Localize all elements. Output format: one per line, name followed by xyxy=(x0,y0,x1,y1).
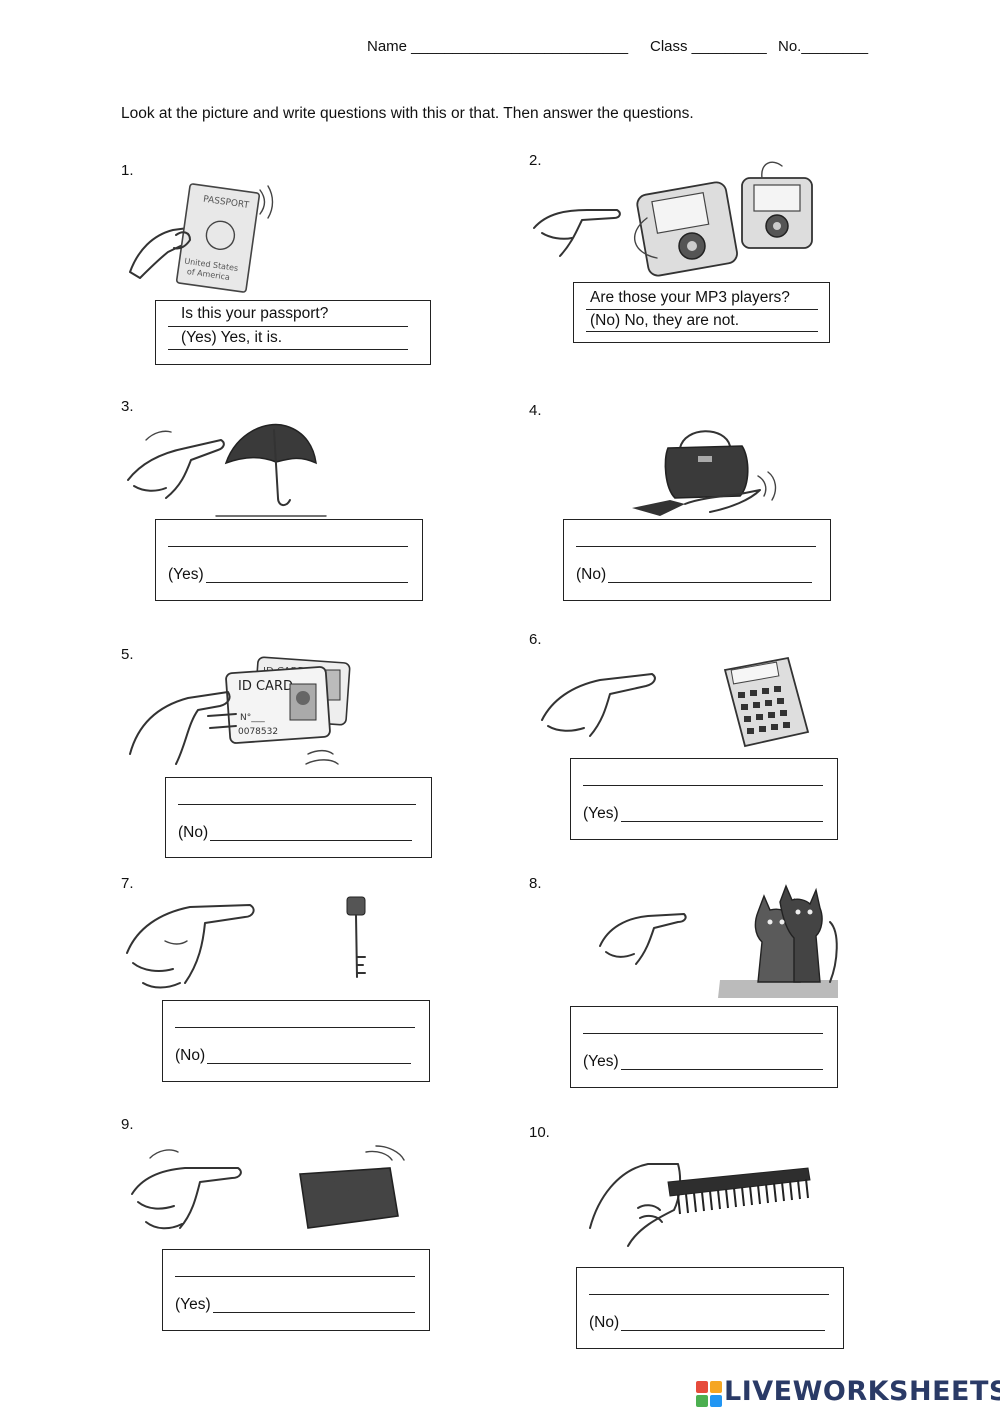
question-line[interactable] xyxy=(175,1027,415,1028)
answer-text[interactable]: (Yes) xyxy=(583,1053,619,1070)
answer-box-10: (No) xyxy=(576,1267,844,1349)
question-line[interactable] xyxy=(576,546,816,547)
exercise-number: 6. xyxy=(529,631,542,648)
liveworksheets-logo[interactable]: LIVEWORKSHEETS xyxy=(696,1376,1000,1410)
logo-mark-icon xyxy=(696,1381,722,1407)
exercise-number: 8. xyxy=(529,875,542,892)
svg-text:N°___: N°___ xyxy=(240,713,265,723)
answer-box-4: (No) xyxy=(563,519,831,601)
answer-line[interactable] xyxy=(608,582,812,583)
question-line[interactable] xyxy=(178,804,416,805)
question-line xyxy=(168,326,408,327)
question-line xyxy=(586,309,818,310)
exercise-number: 2. xyxy=(529,152,542,169)
question-text[interactable]: Is this your passport? xyxy=(181,305,329,322)
hand-holding-handbag-icon xyxy=(630,428,780,518)
answer-line[interactable] xyxy=(621,1330,825,1331)
exercise-number: 3. xyxy=(121,398,134,415)
answer-line[interactable] xyxy=(213,1312,415,1313)
exercise-number: 4. xyxy=(529,402,542,419)
answer-text[interactable]: (No) xyxy=(175,1047,206,1064)
exercise-number: 5. xyxy=(121,646,134,663)
exercise-number: 9. xyxy=(121,1116,134,1133)
question-text[interactable]: Are those your MP3 players? xyxy=(590,289,790,306)
answer-box-5: (No) xyxy=(165,777,432,858)
question-line[interactable] xyxy=(168,546,408,547)
answer-box-1: Is this your passport? (Yes) Yes, it is. xyxy=(155,300,431,365)
answer-box-2: Are those your MP3 players? (No) No, the… xyxy=(573,282,830,343)
hand-holding-comb-icon xyxy=(588,1158,838,1258)
pointing-at-key-icon xyxy=(125,893,395,998)
answer-text[interactable]: (Yes) xyxy=(175,1296,211,1313)
hand-holding-id-cards-icon: ID CARD ID CARD N°___ 0078532 xyxy=(128,654,358,774)
pointing-at-umbrella-icon xyxy=(126,418,327,518)
answer-text[interactable]: (No) No, they are not. xyxy=(590,312,740,329)
answer-line[interactable] xyxy=(621,1069,823,1070)
answer-line[interactable] xyxy=(206,582,408,583)
name-field-label[interactable]: Name __________________________ xyxy=(367,38,629,55)
answer-box-9: (Yes) xyxy=(162,1249,430,1331)
answer-text[interactable]: (No) xyxy=(178,824,209,841)
hand-holding-passport-icon: PASSPORT United States of America xyxy=(128,180,278,300)
svg-text:ID CARD: ID CARD xyxy=(238,679,293,694)
answer-line[interactable] xyxy=(210,840,412,841)
question-line[interactable] xyxy=(583,1033,823,1034)
instructions: Look at the picture and write questions … xyxy=(121,105,694,122)
pointing-at-wallet-icon xyxy=(130,1144,415,1244)
answer-box-6: (Yes) xyxy=(570,758,838,840)
exercise-number: 10. xyxy=(529,1124,550,1141)
exercise-number: 7. xyxy=(121,875,134,892)
logo-text: LIVEWORKSHEETS xyxy=(724,1376,1000,1407)
answer-text[interactable]: (Yes) xyxy=(583,805,619,822)
answer-line[interactable] xyxy=(621,821,823,822)
answer-text[interactable]: (Yes) xyxy=(168,566,204,583)
class-field-label[interactable]: Class _________ xyxy=(650,38,767,55)
answer-box-3: (Yes) xyxy=(155,519,423,601)
answer-text[interactable]: (Yes) Yes, it is. xyxy=(181,329,283,346)
answer-line xyxy=(168,349,408,350)
pointing-at-cats-icon xyxy=(598,882,848,1002)
question-line[interactable] xyxy=(175,1276,415,1277)
number-field-label[interactable]: No.________ xyxy=(778,38,869,55)
question-line[interactable] xyxy=(583,785,823,786)
pointing-at-mp3-players-icon xyxy=(532,158,822,277)
answer-box-8: (Yes) xyxy=(570,1006,838,1088)
answer-text[interactable]: (No) xyxy=(589,1314,620,1331)
answer-line xyxy=(586,331,818,332)
svg-text:0078532: 0078532 xyxy=(238,727,278,737)
pointing-at-calculator-icon xyxy=(540,650,820,755)
answer-line[interactable] xyxy=(207,1063,411,1064)
answer-text[interactable]: (No) xyxy=(576,566,607,583)
question-line[interactable] xyxy=(589,1294,829,1295)
answer-box-7: (No) xyxy=(162,1000,430,1082)
exercise-number: 1. xyxy=(121,162,134,179)
